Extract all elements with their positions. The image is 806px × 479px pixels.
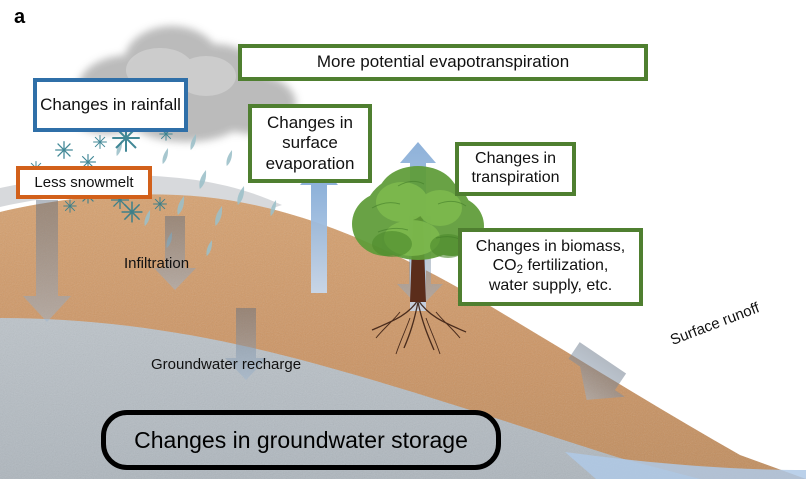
biomass-line-2-pre: CO <box>492 256 517 274</box>
biomass-line-2-post: fertilization, <box>523 256 609 274</box>
infiltration-arrow-mid <box>154 216 196 290</box>
label-groundwater-recharge: Groundwater recharge <box>151 356 302 373</box>
biomass-line-3: water supply, etc. <box>488 277 613 295</box>
tree <box>352 166 484 355</box>
biomass-line-1: Changes in biomass, <box>475 237 626 255</box>
surface-runoff-arrow <box>568 342 627 400</box>
label-box-less-snowmelt: Less snowmelt <box>16 166 152 199</box>
box-text: Changes in surface evaporation <box>265 113 355 173</box>
box-text: Changes in rainfall <box>40 94 181 114</box>
box-text: Changes in transpiration <box>471 150 560 186</box>
tree-roots <box>371 299 467 355</box>
label-box-changes-in-rainfall: Changes in rainfall <box>33 78 188 132</box>
label-box-changes-in-surface-evaporation: Changes in surface evaporation <box>248 104 372 183</box>
biomass-line-2-sub: 2 <box>516 263 523 276</box>
label-box-changes-in-transpiration: Changes in transpiration <box>455 142 576 196</box>
water-body <box>565 452 806 479</box>
label-box-changes-in-groundwater-storage: Changes in groundwater storage <box>101 410 501 470</box>
infiltration-arrow-left <box>23 200 71 322</box>
label-infiltration: Infiltration <box>124 255 190 272</box>
label-box-more-potential-evapotranspiration: More potential evapotranspiration <box>238 44 648 81</box>
box-text: Changes in groundwater storage <box>134 426 468 453</box>
panel-letter: a <box>14 6 26 28</box>
groundwater-recharge-arrow <box>225 308 267 380</box>
surface-evaporation-arrow <box>300 163 338 293</box>
label-box-changes-in-biomass: Changes in biomass, CO2 fertilization, w… <box>458 228 643 306</box>
tree-foliage <box>352 166 484 260</box>
box-text-multiline: Changes in biomass, CO2 fertilization, w… <box>476 238 625 296</box>
box-text: More potential evapotranspiration <box>316 52 570 72</box>
box-text: Less snowmelt <box>34 173 134 191</box>
